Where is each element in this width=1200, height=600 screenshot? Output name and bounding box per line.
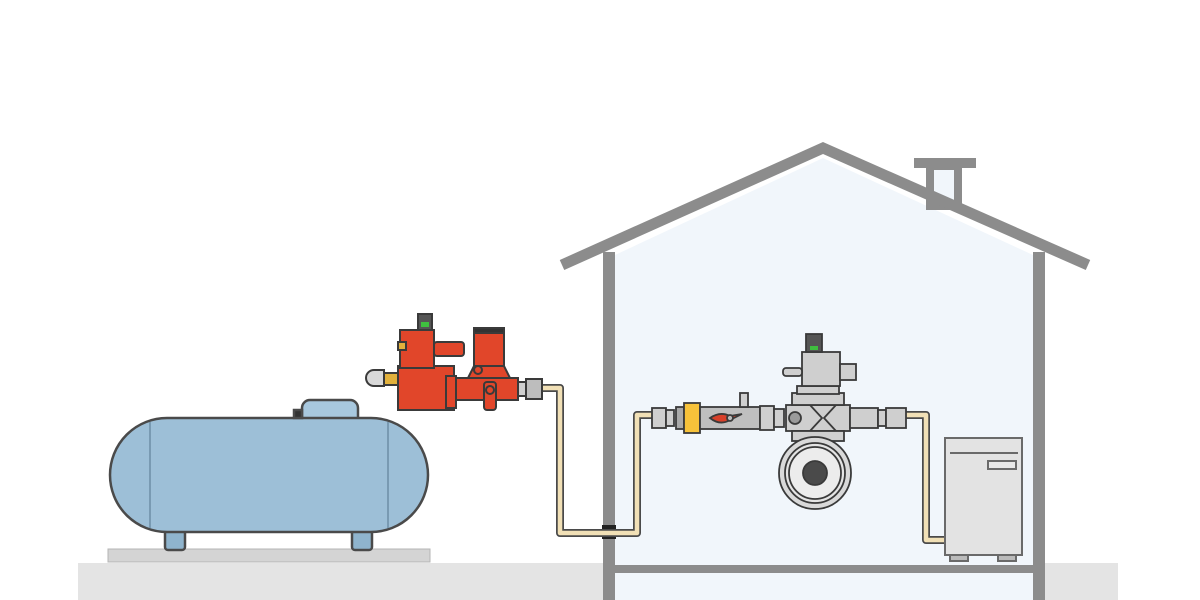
gas-meter — [778, 436, 852, 510]
gas-pipe-to-appliance — [905, 411, 946, 544]
ball-valve-handle — [708, 413, 743, 424]
lpg-tank — [108, 398, 430, 552]
indoor-valve-assembly — [651, 333, 907, 510]
yellow-coupling — [683, 402, 701, 434]
right-wall — [1033, 252, 1045, 600]
floor — [615, 565, 1033, 573]
tank-body — [108, 416, 430, 534]
left-wall — [603, 252, 615, 600]
roof — [559, 141, 1091, 271]
gas-pipe-outdoor — [540, 384, 655, 537]
tank-valve-stub — [292, 408, 304, 420]
tank-pad — [107, 548, 431, 563]
chimney-cap — [914, 158, 976, 168]
gas-appliance — [944, 437, 1023, 562]
first-stage-regulator — [364, 313, 543, 411]
